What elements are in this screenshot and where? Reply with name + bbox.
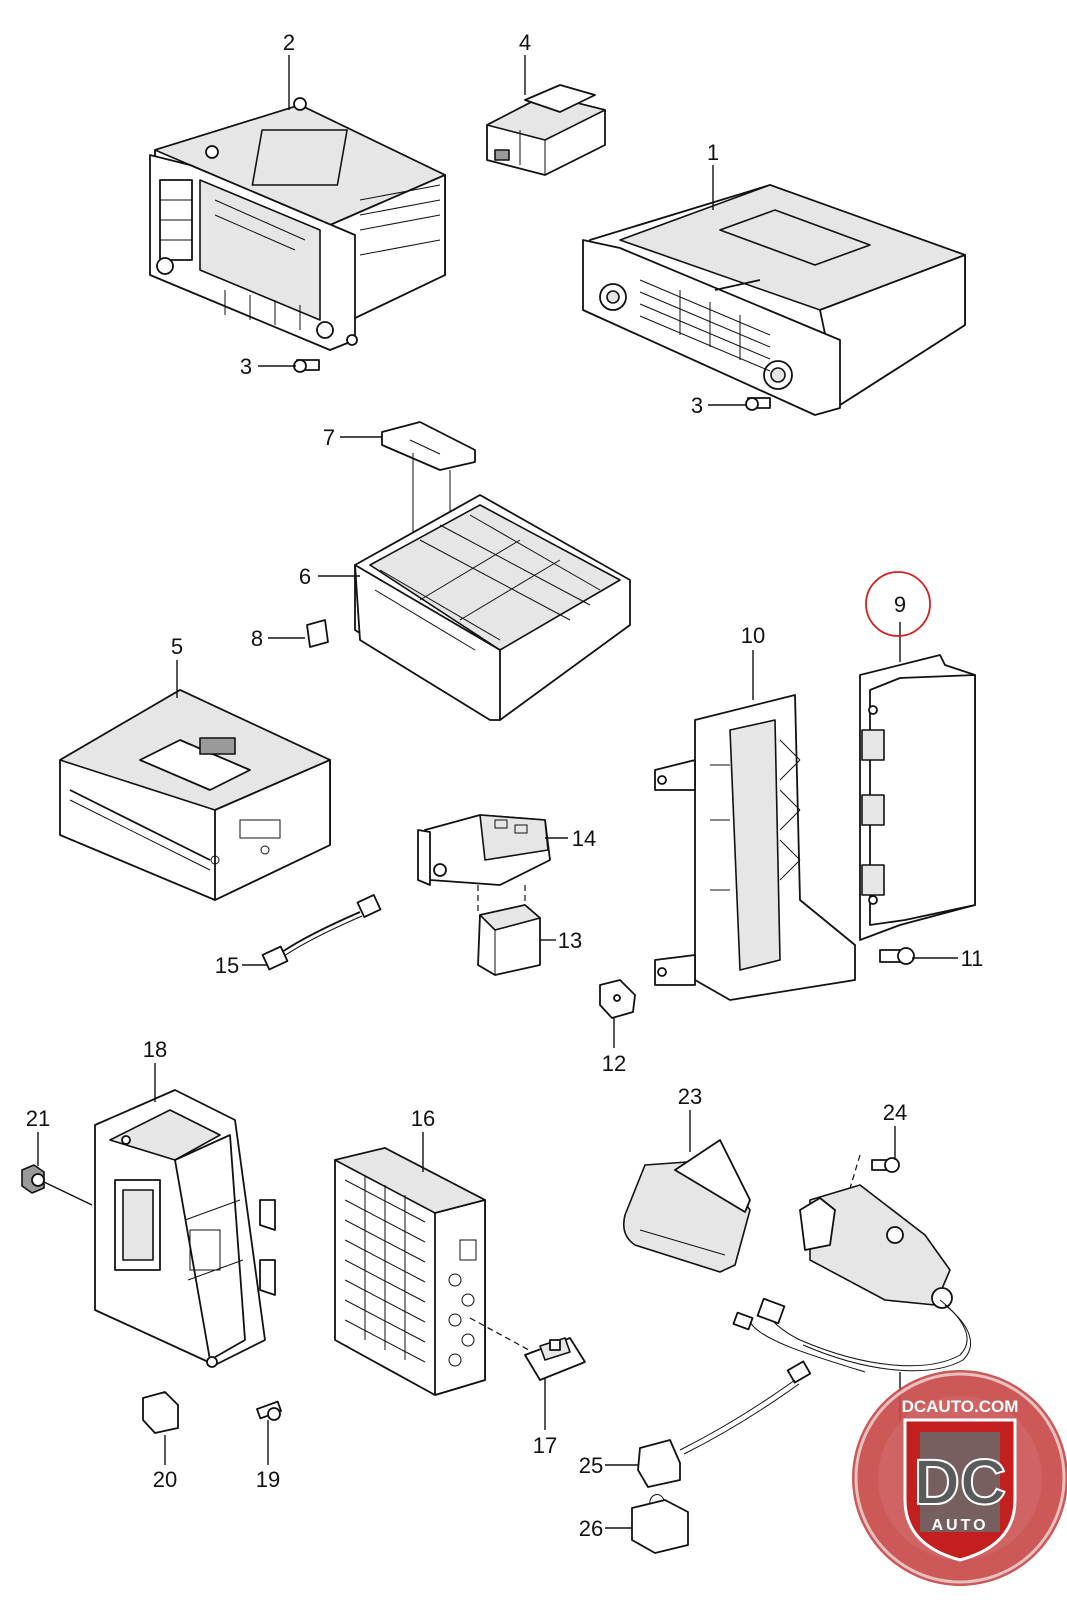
part-8-clip-illustration [306, 619, 329, 648]
part-5-cd-changer-illustration [59, 689, 331, 901]
callout-26: 26 [579, 1516, 603, 1541]
callout-3b: 3 [691, 393, 703, 418]
callout-8: 8 [251, 626, 263, 651]
part-19-screw-illustration [256, 1400, 282, 1421]
callout-9: 9 [894, 592, 906, 617]
callout-14: 14 [572, 826, 596, 851]
part-10-bracket-illustration [654, 694, 856, 1001]
part-17-connector-illustration [524, 1337, 586, 1381]
callout-6: 6 [299, 564, 311, 589]
part-22-actuator-illustration [732, 1184, 972, 1373]
callout-11: 11 [961, 946, 984, 971]
part-18-bracket-illustration [94, 1089, 276, 1368]
part-15-cable-illustration [261, 894, 382, 971]
part-25-cable-illustration [637, 1360, 812, 1488]
part-4-module-illustration [486, 84, 606, 176]
callout-2: 2 [283, 30, 295, 55]
part-12-clip-illustration [599, 979, 636, 1019]
part-20-clip-illustration [142, 1391, 179, 1434]
highlight-circle [865, 571, 931, 637]
screw-3b-illustration [745, 397, 771, 411]
callout-24: 24 [883, 1100, 907, 1125]
watermark-logo-sub: AUTO [931, 1517, 988, 1534]
part-23-cover-illustration [622, 1139, 751, 1273]
callout-18: 18 [143, 1037, 167, 1062]
watermark-logo: DCAUTO.COM DC AUTO [852, 1370, 1067, 1586]
part-16-amplifier-illustration [334, 1147, 539, 1396]
part-1-radio-illustration [582, 184, 966, 416]
part-11-bolt-illustration [879, 947, 915, 965]
callout-25: 25 [579, 1453, 603, 1478]
callout-13: 13 [558, 928, 582, 953]
watermark-logo-main: DC [914, 1446, 1006, 1518]
callout-15: 15 [215, 953, 239, 978]
callout-21: 21 [26, 1106, 50, 1131]
part-26-connector-illustration [631, 1494, 689, 1554]
part-6-bracket-illustration [354, 494, 631, 721]
callout-12: 12 [602, 1051, 626, 1076]
callout-10: 10 [741, 623, 765, 648]
part-9-control-module-illustration [859, 654, 976, 941]
callout-19: 19 [256, 1467, 280, 1492]
watermark-site-text: DCAUTO.COM [902, 1397, 1019, 1416]
callout-1: 1 [707, 140, 719, 165]
callout-3a: 3 [240, 354, 252, 379]
screw-3a-illustration [293, 359, 320, 373]
part-2-navigation-radio-illustration [149, 97, 446, 351]
callout-16: 16 [411, 1106, 435, 1131]
callout-23: 23 [678, 1084, 702, 1109]
callout-7: 7 [323, 425, 335, 450]
leader-lines [37, 55, 958, 1529]
part-21-nut-illustration [21, 1164, 45, 1194]
callout-4: 4 [519, 30, 531, 55]
callout-20: 20 [153, 1467, 177, 1492]
callout-17: 17 [533, 1433, 557, 1458]
part-14-holder-illustration [417, 814, 551, 886]
part-13-module-illustration [477, 885, 541, 976]
callout-5: 5 [171, 634, 183, 659]
